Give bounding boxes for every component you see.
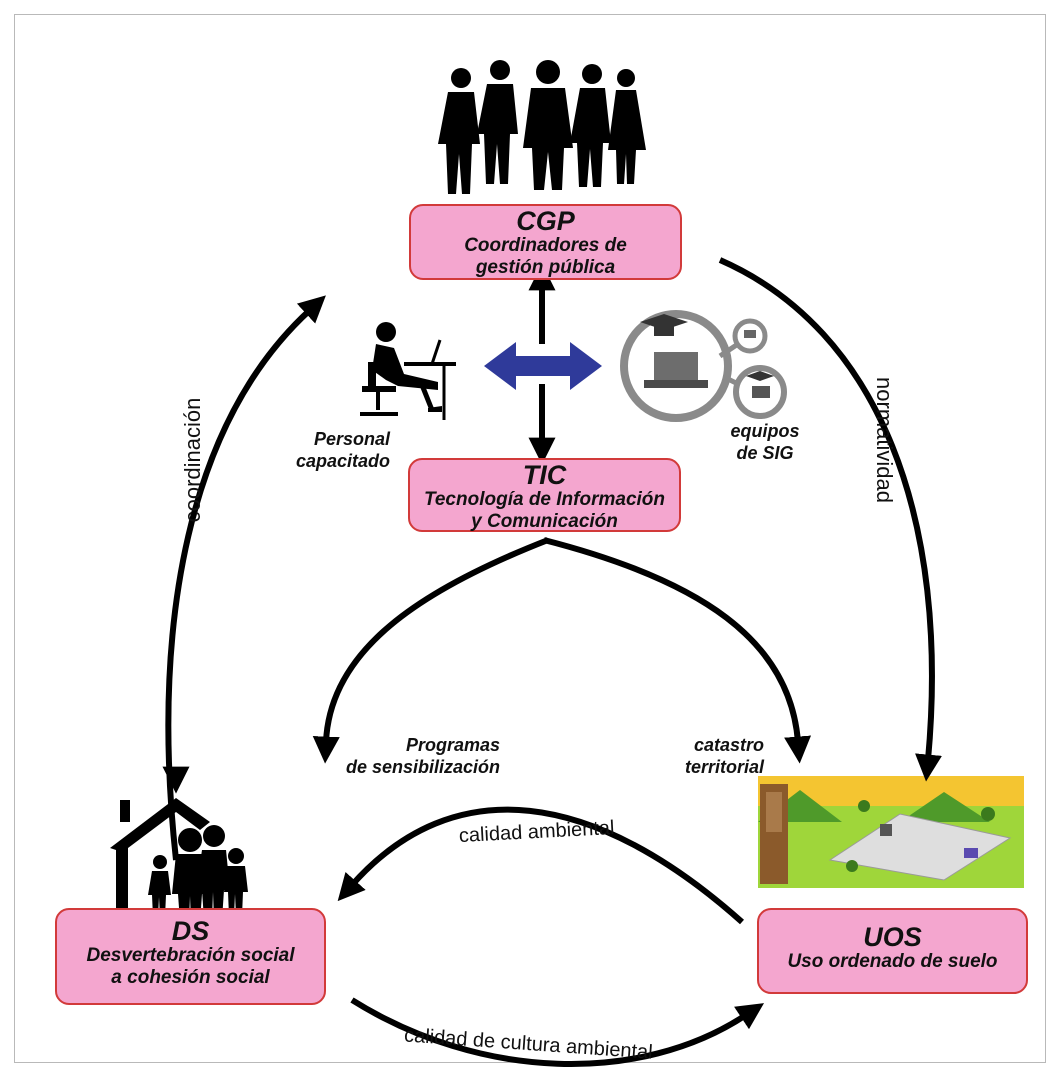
label-catastro: catastro territorial [640,734,764,778]
label-programas: Programas de sensibilización [300,734,500,778]
arrow-coordinacion [168,310,310,860]
business-people-group-icon [438,60,646,194]
node-cgp-line1: Coordinadores de [464,235,627,256]
label-programas-line2: de sensibilización [345,757,500,777]
node-ds: DS Desvertebración social a cohesión soc… [55,908,326,1005]
label-catastro-line2: territorial [684,757,764,777]
label-personal-line1: Personal [313,429,390,449]
node-tic-line2: y Comunicación [471,511,618,532]
label-equipos-line2: de SIG [736,443,794,463]
label-coordinacion: coordinación [180,398,205,523]
family-house-icon [110,798,248,922]
label-equipos-sig: equipos de SIG [715,420,815,464]
arrow-coordinacion-down [168,310,310,860]
node-uos-code: UOS [863,922,922,952]
node-tic-line1: Tecnología de Información [423,489,666,510]
arrow-catastro [543,537,812,764]
node-cgp-code: CGP [516,206,575,236]
person-at-computer-icon [360,322,456,420]
land-use-illustration [758,776,1024,888]
node-cgp: CGP Coordinadores de gestión pública [409,204,682,280]
node-ds-code: DS [171,916,210,946]
label-programas-line1: Programas [405,735,500,755]
label-calidad-cultura: calidad de cultura ambiental [403,1024,653,1063]
label-equipos-line1: equipos [730,421,800,441]
label-normatividad: normatividad [872,377,897,503]
label-personal-capacitado: Personal capacitado [250,428,390,472]
label-calidad-ambiental: calidad ambiental [458,817,615,847]
node-uos: UOS Uso ordenado de suelo [757,908,1028,994]
label-catastro-line1: catastro [693,735,764,755]
node-ds-line2: a cohesión social [111,967,270,988]
node-uos-line1: Uso ordenado de suelo [787,951,998,972]
gis-network-icon [620,310,787,422]
node-tic-code: TIC [522,460,567,490]
label-personal-line2: capacitado [295,451,390,471]
arrow-programas [312,537,550,764]
node-cgp-line2: gestión pública [475,257,616,278]
node-tic: TIC Tecnología de Información y Comunica… [408,458,681,532]
node-ds-line1: Desvertebración social [86,945,295,966]
double-arrow [484,342,602,390]
